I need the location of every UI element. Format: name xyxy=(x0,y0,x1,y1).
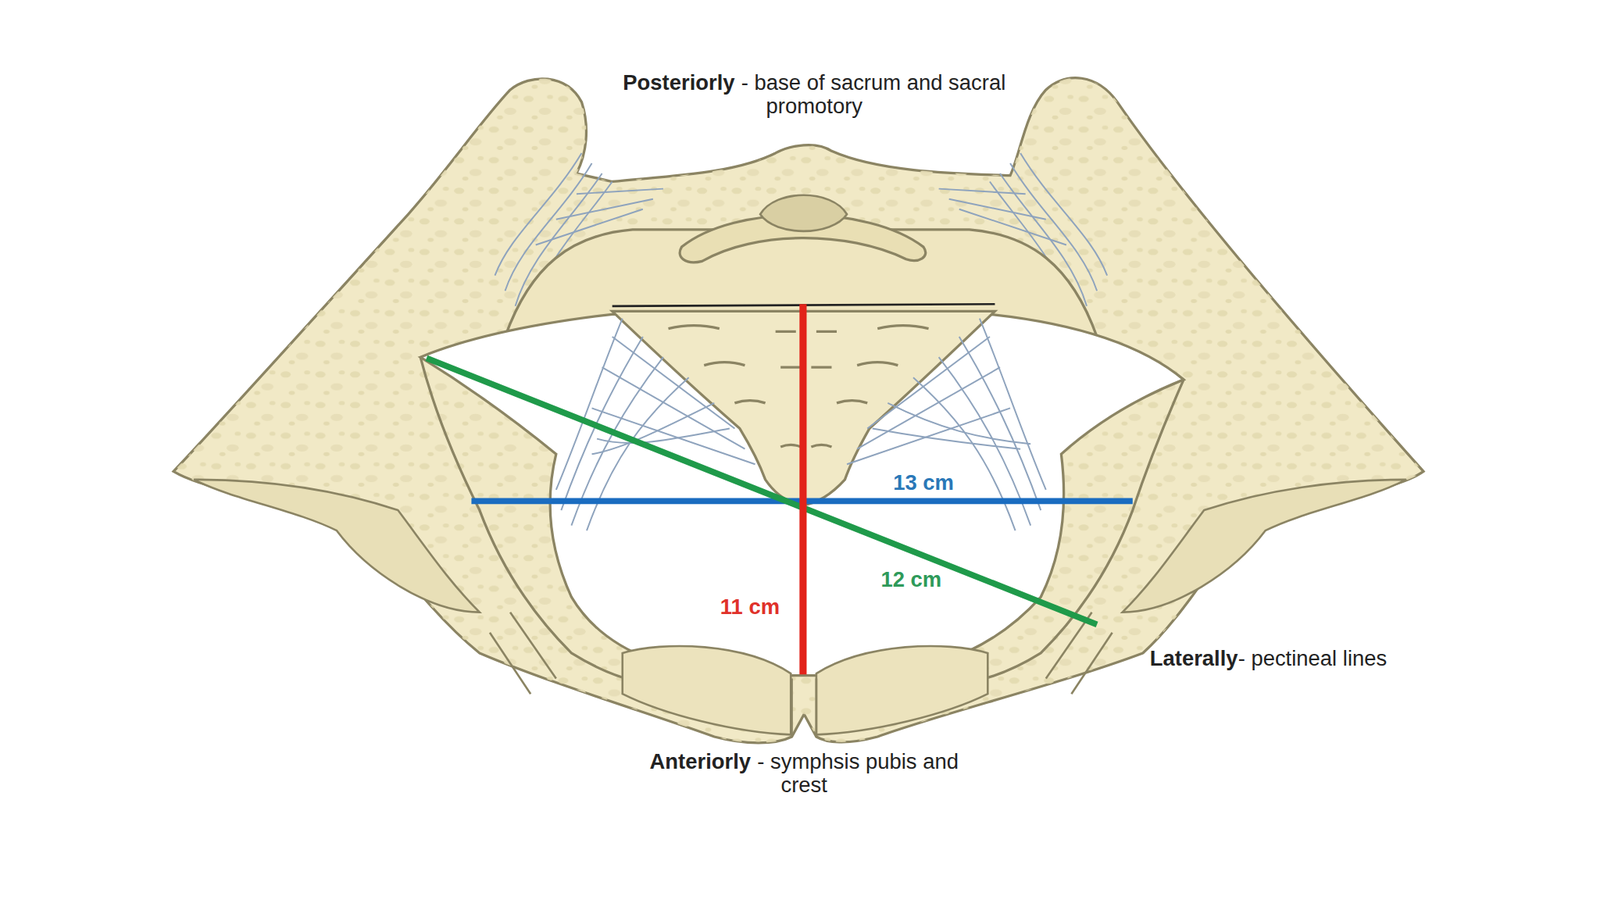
dimension-text: 13 cm xyxy=(892,470,954,494)
pectineal-line xyxy=(420,357,727,686)
pubic-body xyxy=(622,646,792,735)
pubic-body xyxy=(816,646,988,735)
conjugate-diameter xyxy=(799,303,807,675)
oblique-diameter xyxy=(426,357,1097,625)
dimension-text: 11 cm xyxy=(720,594,780,618)
boundary-heading: Anteriorly xyxy=(650,749,752,773)
boundary-text: - pectineal lines xyxy=(1238,646,1388,670)
dimension-label: 11 cm xyxy=(693,596,807,620)
boundary-heading: Laterally xyxy=(1150,646,1239,670)
boundary-text: - symphsis pubis and crest xyxy=(757,749,959,797)
dimension-label: 12 cm xyxy=(855,568,968,593)
acetabulum xyxy=(1122,479,1407,613)
dimension-text: 12 cm xyxy=(880,567,942,591)
vertebral-body xyxy=(760,195,847,232)
boundary-heading: Posteriorly xyxy=(622,70,735,94)
bone-texture xyxy=(173,78,1424,743)
pubic-symphysis xyxy=(792,678,817,737)
posterior-boundary-label: Posteriorly- base of sacrum and sacral p… xyxy=(610,71,1018,118)
sacral-foramina xyxy=(668,325,929,447)
anterior-boundary-label: Anteriorly- symphsis pubis and crest xyxy=(640,750,968,797)
pectineal-line xyxy=(877,379,1184,686)
dimension-label: 13 cm xyxy=(867,471,980,495)
lateral-boundary-label: Laterally- pectineal lines xyxy=(1120,646,1417,671)
acetabulum xyxy=(193,479,480,613)
boundary-text: - base of sacrum and sacral promotory xyxy=(741,70,1006,118)
pelvis-bone xyxy=(173,78,1424,743)
